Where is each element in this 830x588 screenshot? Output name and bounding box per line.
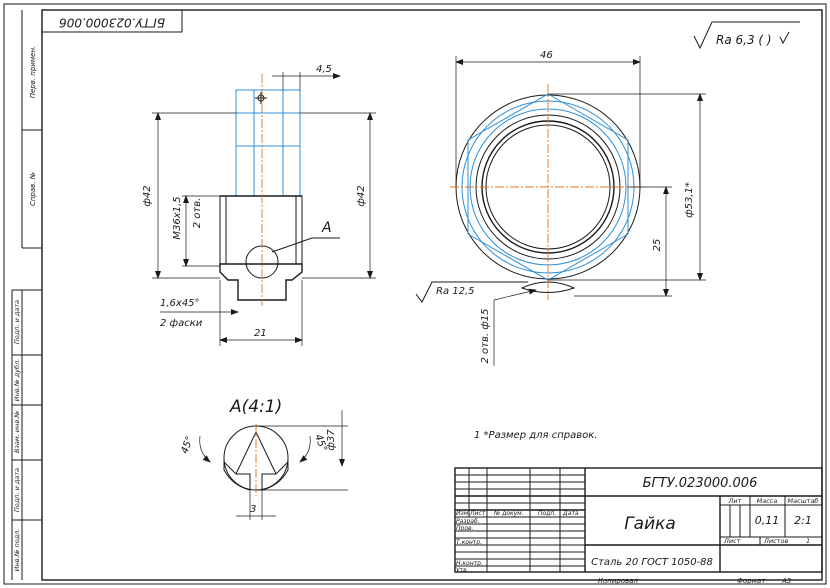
tb-header-izm: Изм [456,510,469,517]
roughness-general-sign: Ra 6,3 ( ) [693,21,800,50]
tb-sheets-value: 1 [806,537,810,545]
tb-row-tkontr: Т.контр. [456,539,482,546]
tb-header-list: Лист [469,510,486,517]
tb-footer-copied: Копировал [598,577,639,585]
tb-col-scale: Масштаб [788,497,819,505]
dim-holes: 2 отв. ф15 [480,308,491,363]
tb-mass-value: 0,11 [755,514,780,527]
tb-header-date: Дата [562,510,579,517]
dim-thread-holes: 2 отв. [192,198,203,229]
tb-header-sign: Подп. [538,510,556,517]
dim-chamfer: 1,6х45° [160,298,200,309]
dim-width-top: 4,5 [316,64,332,75]
dim-right-dia: ф42 [356,185,367,206]
dim-top-width: 46 [540,50,553,61]
side-sign-date-2: Подп. и дата [13,468,21,512]
roughness-general-label: Ra 6,3 ( ) [716,33,772,47]
dim-thread: М36х1,5 [172,196,183,239]
tb-row-utv: Утв. [456,567,469,574]
tb-row-prov: Пров. [456,525,474,532]
mirrored-designation: БГТУ.023000.006 [59,16,165,30]
tb-col-lit: Лит [728,497,742,505]
tb-footer-format-value: А3 [781,577,791,585]
title-block: Изм Лист № докум. Подп. Дата Разраб. Про… [454,467,823,585]
tb-col-mass: Масса [757,497,778,505]
side-orig-no: Инв.№ подл. [13,529,21,572]
note-reference: 1 *Размер для справок. [474,430,597,441]
tb-row-nkontr: Н.контр. [456,560,483,567]
check-mark-icon [779,31,790,45]
tb-row-razrab: Разраб. [456,518,480,525]
tb-material: Сталь 20 ГОСТ 1050-88 [591,557,713,568]
tb-scale-value: 2:1 [794,514,812,527]
side-swap-no: Взам. инв.№ [13,411,21,453]
side-sign-date-1: Подп. и дата [13,300,21,344]
tb-sheet-label: Лист [723,537,741,545]
callout-letter-a: А [321,220,332,236]
detail-title: А(4:1) [229,397,282,417]
dim-left-dia: ф42 [142,185,153,206]
side-dup-no: Инв.№ дубл. [13,359,21,401]
inner-frame [41,9,823,581]
dim-outer-dia: ф53,1* [684,182,695,218]
detail-dim-dia: ф37 [326,429,337,451]
tb-header-doc: № докум. [493,510,524,517]
dim-height: 25 [652,239,663,252]
tb-part-name: Гайка [624,514,676,534]
detail-dim-bottom: 3 [250,504,256,515]
roughness-local-label: Ra 12,5 [436,286,475,297]
tb-footer-format: Формат [737,577,766,585]
outer-frame [3,3,827,585]
side-reference-no: Справ. № [29,172,37,206]
tb-sheets-label: Листов [763,537,788,545]
detail-angle-left: 45° [179,435,195,455]
dim-chamfer-count: 2 фаски [160,318,203,329]
main-view: А 4,5 ф42 М36х1,5 2 отв. ф42 1,6х45° 2 ф… [142,64,376,346]
dim-bottom-width: 21 [254,328,267,339]
detail-view: А(4:1) 3 45° 45° ф37 [179,397,348,520]
side-primary-use: Перв. примен. [29,46,37,99]
tb-designation: БГТУ.023000.006 [643,476,758,491]
side-strip: Перв. примен. Справ. № Подп. и дата Инв.… [11,10,42,580]
end-view: 46 ф53,1* 25 Ra 12,5 2 отв. ф15 [415,50,706,366]
mirrored-designation-box: БГТУ.023000.006 [41,9,183,33]
